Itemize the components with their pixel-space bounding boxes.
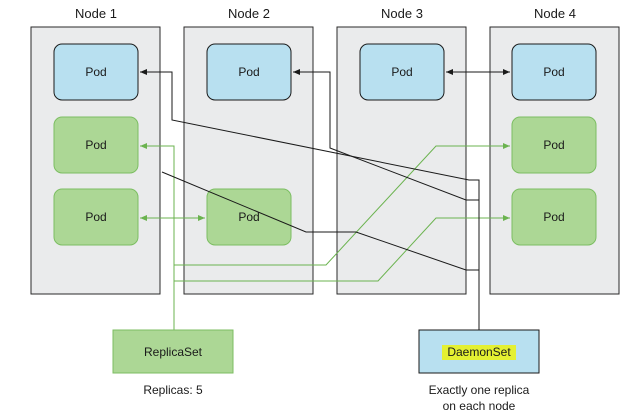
node-2-replica-pod-1: Pod — [206, 188, 292, 246]
node-1-daemon-pod: Pod — [53, 43, 139, 101]
ds-line-cross — [161, 171, 479, 271]
pod-box — [53, 188, 139, 246]
pod-box — [53, 43, 139, 101]
pod-box — [359, 43, 445, 101]
daemonset-label: DaemonSet — [447, 345, 511, 359]
daemonset-box — [418, 329, 540, 374]
node-1-title: Node 1 — [75, 6, 117, 21]
node-1-replica-pod-2: Pod — [53, 188, 139, 246]
pod-label: Pod — [543, 65, 564, 79]
daemonset-caption-line1: Exactly one replica — [429, 383, 530, 397]
node-4-replica-pod-1: Pod — [511, 116, 597, 174]
replicaset-caption: Replicas: 5 — [143, 383, 203, 397]
pod-label: Pod — [391, 65, 412, 79]
node-4-daemon-pod: Pod — [511, 43, 597, 101]
node-3-title: Node 3 — [381, 6, 423, 21]
pod-box — [511, 188, 597, 246]
replicaset-label: ReplicaSet — [144, 345, 203, 359]
pod-label: Pod — [238, 65, 259, 79]
daemonset-highlight — [442, 345, 516, 360]
pod-label: Pod — [85, 138, 106, 152]
node-4-title: Node 4 — [534, 6, 576, 21]
replicaset-box — [112, 329, 234, 374]
daemonset-connectors — [140, 69, 510, 330]
pod-box — [511, 116, 597, 174]
pod-box — [206, 188, 292, 246]
rs-line-node4-pod1 — [174, 143, 510, 266]
pod-label: Pod — [543, 138, 564, 152]
node-1-replica-pod-1: Pod — [53, 116, 139, 174]
daemonset-caption-line2: on each node — [443, 399, 516, 413]
pod-label: Pod — [543, 210, 564, 224]
pod-label: Pod — [85, 210, 106, 224]
node-2-title: Node 2 — [228, 6, 270, 21]
pod-box — [53, 116, 139, 174]
replicaset: ReplicaSet Replicas: 5 — [112, 329, 234, 397]
node-4-replica-pod-2: Pod — [511, 188, 597, 246]
pod-box — [511, 43, 597, 101]
pod-label: Pod — [85, 65, 106, 79]
ds-line-node1 — [140, 69, 480, 330]
pod-box — [206, 43, 292, 101]
daemonset: DaemonSet Exactly one replica on each no… — [418, 329, 540, 413]
node-3-daemon-pod: Pod — [359, 43, 445, 101]
ds-line-node2 — [293, 69, 479, 201]
node-2-daemon-pod: Pod — [206, 43, 292, 101]
rs-line-node1-pod1 — [140, 143, 175, 330]
pod-label: Pod — [238, 210, 259, 224]
